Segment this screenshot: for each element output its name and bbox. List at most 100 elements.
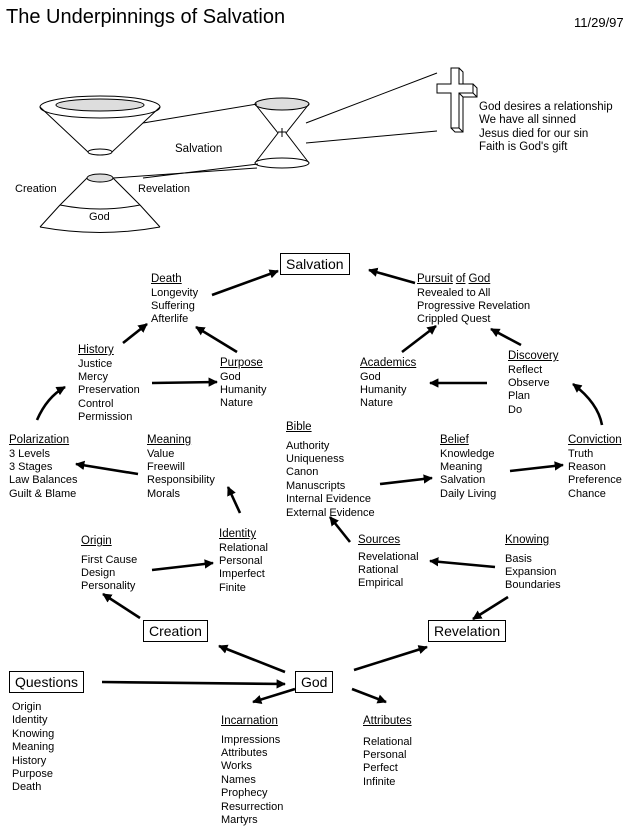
belief-item: Daily Living [440,487,497,500]
conviction-item: Reason [568,460,606,473]
meaning-group: Meaning Value Freewill Responsibility Mo… [147,434,215,501]
identity-item: Relational [219,541,268,554]
identity-item: Personal [219,554,263,567]
pursuit-title-word: God [468,273,491,285]
attributes-group: Attributes Relational Personal Perfect I… [363,715,412,789]
illustration-god-label: God [89,211,110,223]
questions-item: Meaning [12,741,55,754]
academics-item: Nature [360,397,394,410]
attributes-item: Infinite [363,775,396,788]
bible-item: Canon [286,466,319,479]
conviction-item: Chance [568,487,606,500]
date-label: 11/29/97 [574,15,624,30]
cone-shape [39,173,161,233]
belief-item: Knowledge [440,447,495,460]
discovery-group: Discovery Reflect Observe Plan Do [508,350,558,417]
sources-item: Revelational [358,550,419,563]
flow-arrows [35,267,604,704]
hourglass-shape [254,97,310,169]
sources-item: Rational [358,563,399,576]
discovery-item: Observe [508,376,550,389]
meaning-item: Morals [147,487,181,500]
pursuit-title: Pursuit of God [417,273,530,287]
meaning-title: Meaning [147,434,192,446]
creation-box: Creation [143,620,208,642]
bible-title: Bible [286,421,312,433]
revelation-box: Revelation [428,620,507,642]
illustration-revelation-label: Revelation [138,183,190,195]
death-item: Longevity [151,286,199,299]
incarnation-item: Names [221,773,256,786]
history-item: Permission [78,411,133,424]
polarization-item: 3 Levels [9,447,50,460]
history-item: Control [78,397,114,410]
academics-title: Academics [360,357,417,369]
conviction-group: Conviction Truth Reason Preference Chanc… [568,434,622,501]
identity-item: Imperfect [219,568,265,581]
death-item: Afterlife [151,313,189,326]
cross-statement: Jesus died for our sin [479,127,589,140]
sources-group: Sources Revelational Rational Empirical [358,534,419,591]
questions-item: History [12,754,47,767]
questions-item: Identity [12,714,48,727]
incarnation-item: Attributes [221,746,268,759]
cross-statement: We have all sinned [479,114,576,127]
polarization-item: Law Balances [9,474,78,487]
sources-item: Empirical [358,577,404,590]
conviction-item: Preference [568,474,622,487]
discovery-item: Plan [508,390,531,403]
death-title: Death [151,273,182,285]
knowing-group: Knowing Basis Expansion Boundaries [505,534,561,593]
bible-item: Uniqueness [286,452,345,465]
incarnation-title: Incarnation [221,715,278,727]
god-box: God [295,671,334,693]
pursuit-group: Pursuit of God Revealed to All Progressi… [417,273,530,327]
origin-item: Personality [81,580,136,593]
bible-item: Authority [286,439,330,452]
polarization-item: Guilt & Blame [9,487,77,500]
academics-group: Academics God Humanity Nature [360,357,416,411]
questions-item: Purpose [12,768,53,781]
belief-title: Belief [440,434,469,446]
history-item: Preservation [78,384,140,397]
bible-item: Internal Evidence [286,493,371,506]
questions-item: Knowing [12,727,55,740]
academics-item: Humanity [360,383,407,396]
incarnation-item: Impressions [221,733,281,746]
cross-statements: God desires a relationship We have all s… [479,101,613,155]
belief-item: Salvation [440,474,486,487]
knowing-item: Expansion [505,565,557,578]
discovery-item: Do [508,403,523,416]
sources-title: Sources [358,534,401,546]
discovery-item: Reflect [508,363,543,376]
belief-item: Meaning [440,460,483,473]
history-group: History Justice Mercy Preservation Contr… [78,344,140,425]
origin-item: First Cause [81,553,138,566]
meaning-item: Value [147,447,175,460]
origin-title: Origin [81,535,112,547]
funnel-shape [39,95,161,156]
identity-item: Finite [219,581,246,594]
belief-group: Belief Knowledge Meaning Salvation Daily… [440,434,496,501]
salvation-box: Salvation [280,253,350,275]
academics-item: God [360,370,381,383]
polarization-item: 3 Stages [9,460,53,473]
pursuit-item: Revealed to All [417,286,491,299]
bible-item: External Evidence [286,506,375,519]
attributes-item: Perfect [363,762,398,775]
questions-list: Origin Identity Knowing Meaning History … [12,701,54,795]
incarnation-item: Prophecy [221,787,268,800]
incarnation-item: Resurrection [221,800,284,813]
illustration-creation-label: Creation [15,183,57,195]
knowing-item: Boundaries [505,579,561,592]
purpose-title: Purpose [220,357,263,369]
top-connector-lines [112,72,438,179]
meaning-item: Responsibility [147,474,215,487]
questions-item: Origin [12,701,42,713]
attributes-item: Relational [363,735,412,748]
purpose-group: Purpose God Humanity Nature [220,357,266,411]
identity-title: Identity [219,528,257,540]
meaning-item: Freewill [147,460,185,473]
